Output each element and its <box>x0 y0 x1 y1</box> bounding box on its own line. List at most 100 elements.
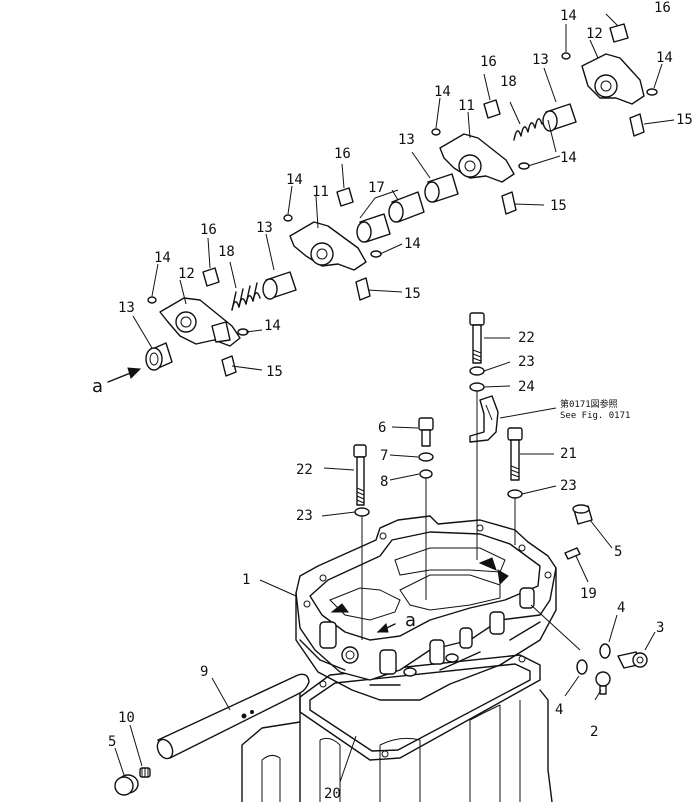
callout-13: 13 <box>256 220 273 236</box>
callout-12: 12 <box>586 26 603 42</box>
engine-block <box>241 689 553 802</box>
bushing <box>145 342 173 371</box>
rocker-arm <box>439 133 515 183</box>
rocker-arm <box>289 221 367 271</box>
callout-22: 22 <box>518 330 535 346</box>
callout-14: 14 <box>286 172 303 188</box>
callout-14: 14 <box>656 50 673 66</box>
rocker-arm <box>581 53 645 105</box>
bushing <box>262 271 297 300</box>
callout-13: 13 <box>398 132 415 148</box>
rocker-shaft <box>156 673 310 760</box>
adjust-screw <box>501 191 517 215</box>
callout-23: 23 <box>560 478 577 494</box>
threaded-plug <box>139 767 151 778</box>
bushing <box>424 173 459 203</box>
bolt-short <box>418 417 434 447</box>
callout-9: 9 <box>200 664 208 680</box>
callout-21: 21 <box>560 446 577 462</box>
washer <box>370 250 382 258</box>
callout-14: 14 <box>434 84 451 100</box>
rocker-arm <box>159 297 241 347</box>
callout-3: 3 <box>656 620 664 636</box>
alignment-lines <box>361 391 581 651</box>
callout-5: 5 <box>614 544 622 560</box>
callout-17: 17 <box>368 180 385 196</box>
bolt-long <box>469 312 485 364</box>
washer <box>469 382 485 392</box>
o-ring <box>576 659 588 675</box>
callout-15: 15 <box>266 364 283 380</box>
adjust-screw <box>629 113 645 137</box>
callout-4: 4 <box>555 702 563 718</box>
callout-labels: 1 2 3 4 4 5 5 6 7 8 9 10 11 11 12 12 13 … <box>92 0 693 802</box>
callout-14: 14 <box>154 250 171 266</box>
bolt-long <box>353 444 367 506</box>
adjust-screw-nut <box>609 23 629 43</box>
callout-11: 11 <box>458 98 475 114</box>
callout-11: 11 <box>312 184 329 200</box>
callout-18: 18 <box>500 74 517 90</box>
callout-16: 16 <box>480 54 497 70</box>
spring <box>513 118 543 141</box>
washer <box>418 452 434 462</box>
callout-2: 2 <box>590 724 598 740</box>
expansion-plug <box>114 774 139 796</box>
fitting <box>617 651 648 669</box>
adjust-screw-nut <box>336 187 354 207</box>
washer <box>431 128 441 136</box>
adjust-screw <box>221 355 237 377</box>
callout-23: 23 <box>518 354 535 370</box>
callout-16: 16 <box>200 222 217 238</box>
view-arrow <box>107 367 142 383</box>
washer <box>283 214 293 222</box>
callout-5: 5 <box>108 734 116 750</box>
callout-19: 19 <box>580 586 597 602</box>
washer <box>354 507 370 517</box>
callout-15: 15 <box>550 198 567 214</box>
washer <box>507 489 523 499</box>
callout-4: 4 <box>617 600 625 616</box>
view-marker-a: a <box>92 376 103 397</box>
o-ring <box>599 643 611 659</box>
callout-12: 12 <box>178 266 195 282</box>
spring <box>231 282 261 311</box>
callout-24: 24 <box>518 379 535 395</box>
callout-20: 20 <box>324 786 341 802</box>
washer <box>646 88 658 96</box>
washer <box>561 52 571 60</box>
adjust-screw <box>355 277 371 301</box>
callout-10: 10 <box>118 710 135 726</box>
callout-23: 23 <box>296 508 313 524</box>
callout-8: 8 <box>380 474 388 490</box>
callout-1: 1 <box>242 572 250 588</box>
callout-15: 15 <box>676 112 693 128</box>
view-marker-a: a <box>405 610 416 631</box>
adjust-screw-nut <box>483 99 501 119</box>
callout-14: 14 <box>560 8 577 24</box>
adjust-screw-nut <box>202 267 220 287</box>
bushing-pair <box>356 191 425 243</box>
cap-plug <box>572 504 593 525</box>
callout-14: 14 <box>264 318 281 334</box>
bracket <box>469 395 499 443</box>
drain-plug <box>595 671 611 695</box>
callout-13: 13 <box>532 52 549 68</box>
callout-18: 18 <box>218 244 235 260</box>
callout-14: 14 <box>560 150 577 166</box>
callout-13: 13 <box>118 300 135 316</box>
callout-22: 22 <box>296 462 313 478</box>
callout-14: 14 <box>404 236 421 252</box>
callout-16: 16 <box>334 146 351 162</box>
washer <box>419 469 433 479</box>
washer <box>147 296 157 304</box>
bolt-medium <box>507 427 523 481</box>
leader-lines <box>114 13 675 783</box>
reference-note-en: See Fig. 0171 <box>560 411 630 421</box>
callout-7: 7 <box>380 448 388 464</box>
callout-15: 15 <box>404 286 421 302</box>
dowel-pin <box>564 547 581 560</box>
reference-note-jp: 第0171図参照 <box>560 398 618 410</box>
bushing <box>542 103 577 132</box>
